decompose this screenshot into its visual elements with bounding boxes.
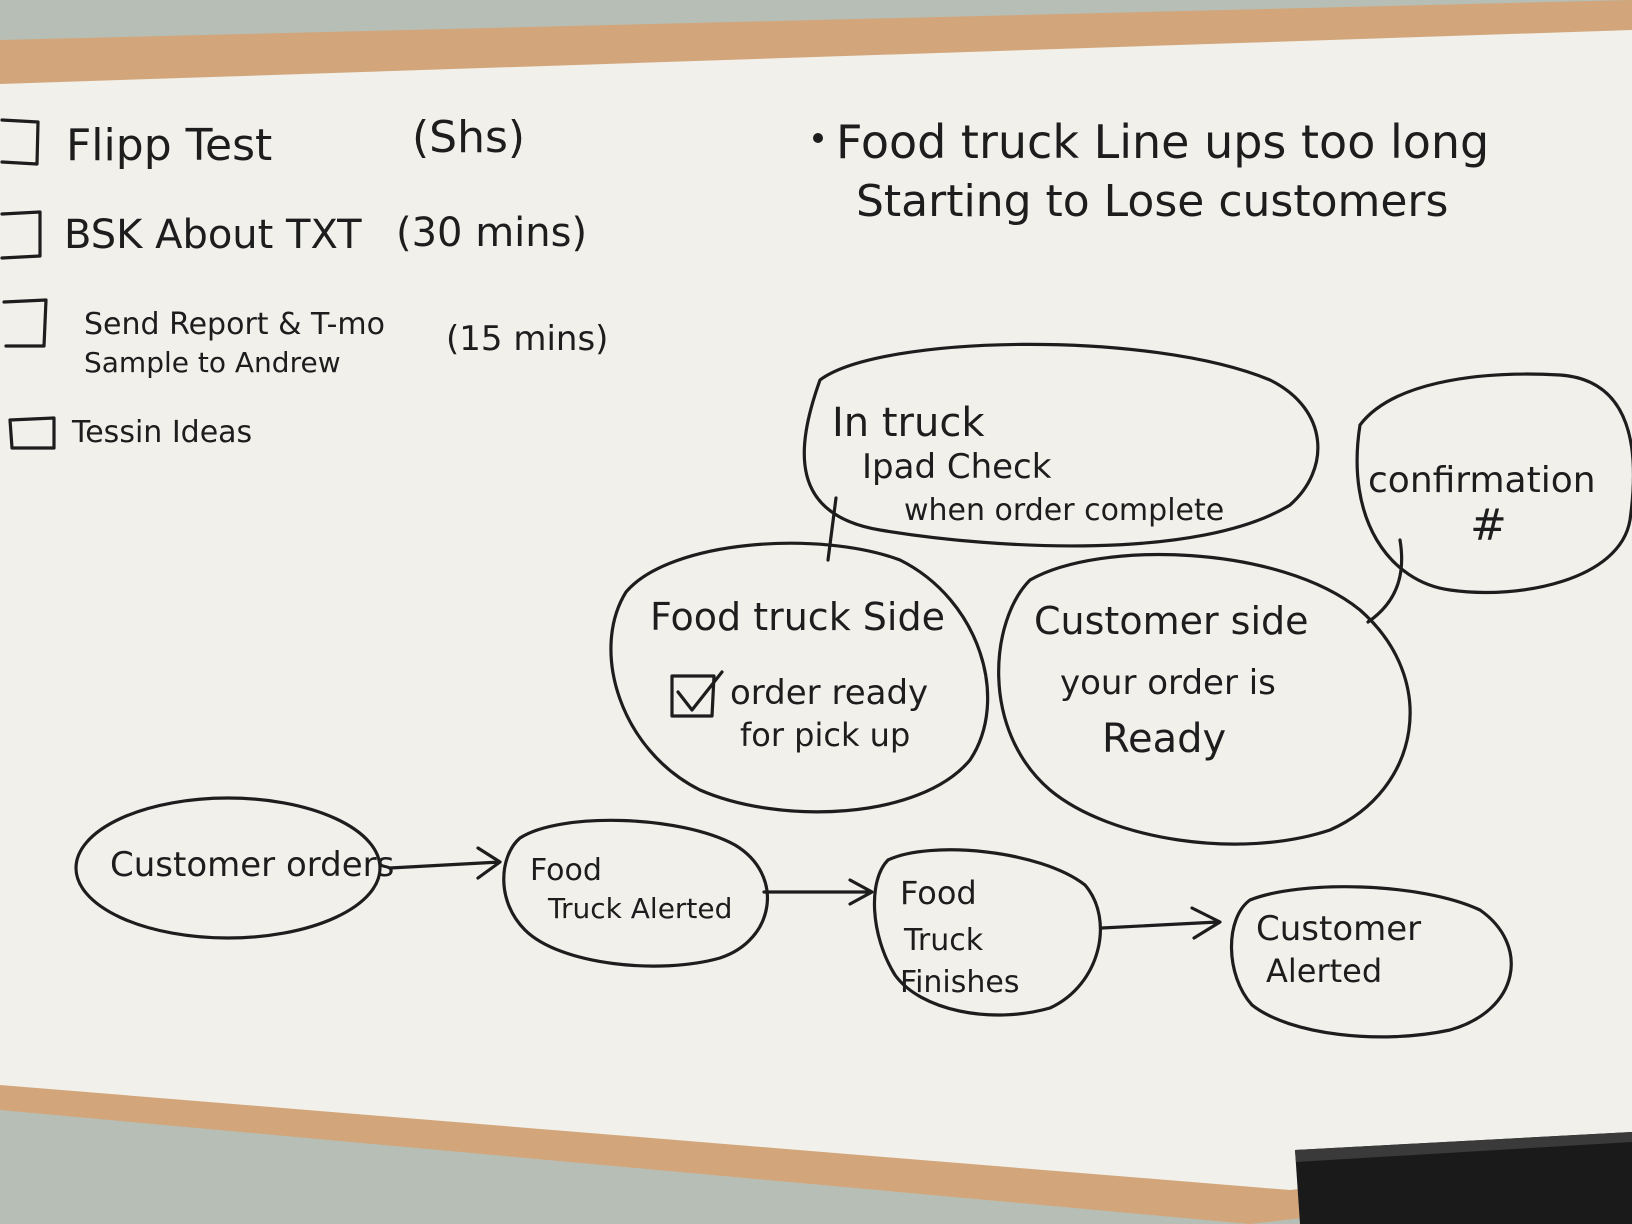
bubble-line-2: Ready bbox=[1102, 716, 1226, 762]
connector-line bbox=[1366, 538, 1404, 624]
bubble-line-1: your order is bbox=[1060, 663, 1276, 703]
todo-item-note: (15 mins) bbox=[446, 319, 608, 359]
flow-step-line-1: Food bbox=[530, 853, 602, 888]
todo-item-note: (30 mins) bbox=[396, 210, 587, 256]
flow-step-outline bbox=[1229, 885, 1513, 1039]
problem-line-2: Starting to Lose customers bbox=[856, 176, 1448, 227]
todo-item-text-line2: Sample to Andrew bbox=[84, 346, 341, 379]
bubble-confirmation: confirmation # bbox=[1355, 372, 1632, 624]
arrow-icon bbox=[388, 846, 502, 880]
todo-item-text: BSK About TXT bbox=[64, 212, 362, 258]
checkbox-icon bbox=[0, 210, 42, 260]
bubble-line-3: when order complete bbox=[904, 493, 1224, 528]
flow-step-line-2: Truck Alerted bbox=[547, 892, 732, 925]
checkbox-checked-icon bbox=[670, 670, 724, 718]
bubble-customer-side: Customer side your order is Ready bbox=[997, 552, 1412, 846]
todo-item: BSK About TXT (30 mins) bbox=[0, 210, 587, 260]
flow-step-outline bbox=[74, 796, 382, 940]
flow-step: Food Truck Alerted bbox=[502, 818, 770, 968]
flow-step-line-3: Finishes bbox=[900, 965, 1020, 1000]
bubble-line-2: Ipad Check bbox=[862, 447, 1052, 487]
todo-item: Flipp Test (Shs) bbox=[0, 112, 525, 171]
flow-step-line-1: Customer orders bbox=[110, 845, 394, 885]
todo-item-note: (Shs) bbox=[412, 112, 525, 163]
flow-diagram: Customer orders Food Truck Alerted Food … bbox=[74, 796, 1513, 1039]
problem-line-1: Food truck Line ups too long bbox=[836, 115, 1489, 169]
arrow-icon bbox=[762, 878, 874, 906]
bubble-title: Food truck Side bbox=[650, 595, 945, 639]
bubble-line-1: order ready bbox=[730, 673, 928, 713]
bubble-line-1: In truck bbox=[832, 400, 985, 446]
connector-line bbox=[826, 496, 838, 562]
board-surface bbox=[0, 30, 1632, 1190]
flow-step-outline bbox=[872, 848, 1102, 1017]
todo-item: Send Report & T-mo Sample to Andrew (15 … bbox=[2, 298, 608, 379]
todo-item-text: Flipp Test bbox=[66, 120, 272, 171]
bubble-line-1: confirmation bbox=[1368, 460, 1596, 501]
arrow-icon bbox=[1100, 906, 1222, 940]
bubble-title: Customer side bbox=[1034, 599, 1309, 643]
flow-step-outline bbox=[502, 818, 770, 968]
flow-step-line-1: Food bbox=[900, 874, 977, 912]
bubble-line-2: # bbox=[1470, 500, 1507, 551]
flow-step: Food Truck Finishes bbox=[872, 848, 1102, 1017]
problem-statement: Food truck Line ups too long Starting to… bbox=[813, 115, 1489, 227]
flow-step: Customer orders bbox=[74, 796, 394, 940]
checkbox-icon bbox=[2, 298, 48, 348]
todo-item-text: Send Report & T-mo bbox=[84, 307, 385, 342]
flow-step-line-1: Customer bbox=[1256, 909, 1421, 949]
marker-tray-lip bbox=[1295, 1132, 1632, 1162]
bullet-icon bbox=[813, 133, 823, 143]
checkbox-icon bbox=[0, 118, 40, 166]
bubble-in-truck: In truck Ipad Check when order complete bbox=[802, 342, 1320, 562]
flow-step-line-2: Alerted bbox=[1266, 952, 1382, 990]
flow-step: Customer Alerted bbox=[1229, 885, 1513, 1039]
todo-item: Tessin Ideas bbox=[8, 415, 252, 450]
todo-item-text: Tessin Ideas bbox=[71, 415, 252, 450]
bubble-outline bbox=[1355, 372, 1632, 594]
bubble-outline bbox=[609, 541, 990, 814]
todo-list: Flipp Test (Shs) BSK About TXT (30 mins)… bbox=[0, 112, 608, 450]
bubble-food-truck-side: Food truck Side order ready for pick up bbox=[609, 541, 990, 814]
bubble-line-2: for pick up bbox=[740, 716, 910, 754]
flow-step-line-2: Truck bbox=[903, 923, 984, 958]
checkbox-icon bbox=[8, 416, 56, 450]
bubble-outline bbox=[997, 552, 1412, 846]
